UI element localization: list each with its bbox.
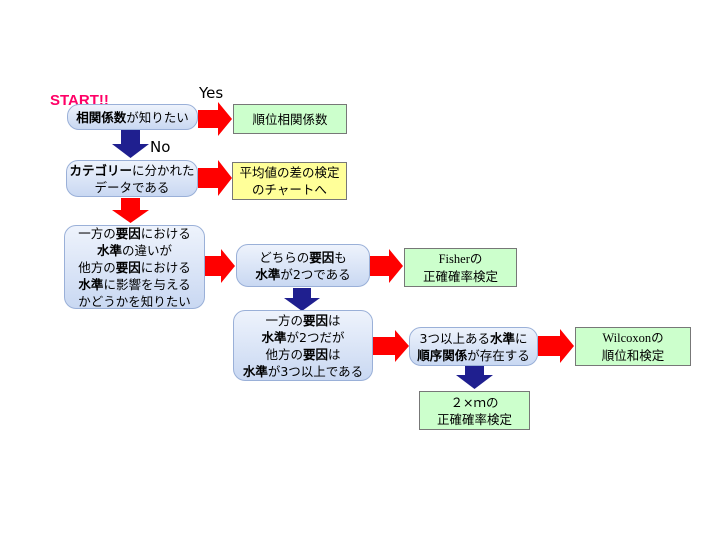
q1-text: 相関係数が知りたい bbox=[76, 109, 189, 126]
result-2xm-exact-test: ２×ｍの 正確確率検定 bbox=[419, 391, 530, 430]
question-two-and-more-levels: 一方の要因は 水準が2つだが 他方の要因は 水準が3つ以上である bbox=[233, 310, 373, 381]
q6-text-part: 3つ以上ある bbox=[419, 330, 490, 346]
wilcoxon-line-1: Wilcoxonの bbox=[602, 330, 664, 345]
q4-text-part: が2つである bbox=[280, 266, 351, 282]
q2-text-part: カテゴリー bbox=[69, 162, 132, 178]
q2-text-part: に分かれた bbox=[132, 162, 195, 178]
q3-line: 水準に影響を与える bbox=[78, 276, 190, 293]
2xm-line-2: 正確確率検定 bbox=[436, 411, 512, 427]
q5-text-part: は bbox=[328, 346, 341, 362]
q3-text-part: における bbox=[140, 225, 191, 241]
q3-text-part: 他方の bbox=[78, 259, 116, 275]
q5-text-part: 他方の bbox=[265, 346, 303, 362]
question-categorical: カテゴリーに分かれた データである bbox=[66, 160, 198, 197]
q3-line: 他方の要因における bbox=[78, 259, 191, 276]
q3-line: 水準の違いが bbox=[97, 242, 172, 259]
q4-text-part: 水準 bbox=[255, 266, 281, 282]
arrow-right-q6 bbox=[538, 329, 574, 363]
q3-text-part: における bbox=[140, 259, 191, 275]
result-fisher-exact-test: Fisherの 正確確率検定 bbox=[404, 248, 517, 287]
result-rank-correlation: 順位相関係数 bbox=[233, 104, 347, 134]
q3-line: かどうかを知りたい bbox=[78, 293, 191, 310]
q5-text-part: 水準 bbox=[242, 363, 268, 379]
mean-test-line-2: のチャートへ bbox=[252, 182, 327, 197]
q4-text-part: 要因 bbox=[309, 249, 335, 265]
q5-text-part: は bbox=[328, 312, 341, 328]
arrow-down-q1-no bbox=[112, 130, 149, 158]
arrow-right-q3 bbox=[205, 249, 235, 283]
result-rank-correlation-text: 順位相関係数 bbox=[252, 111, 328, 127]
q4-line: どちらの要因も bbox=[259, 249, 347, 266]
result-wilcoxon-rank-sum: Wilcoxonの 順位和検定 bbox=[575, 327, 691, 366]
q2-line-1: カテゴリーに分かれた bbox=[69, 162, 194, 179]
q5-line: 他方の要因は bbox=[265, 346, 340, 363]
q4-text-part: も bbox=[334, 249, 347, 265]
q1-text-part: 相関係数 bbox=[76, 109, 127, 125]
question-correlation: 相関係数が知りたい bbox=[67, 104, 198, 130]
q5-line: 水準が2つだが bbox=[262, 329, 345, 346]
q6-text-part: に bbox=[514, 330, 528, 346]
arrow-right-q5 bbox=[373, 330, 409, 362]
fisher-line-1: Fisherの bbox=[438, 251, 483, 266]
question-factor-influence: 一方の要因における 水準の違いが 他方の要因における 水準に影響を与える かどう… bbox=[64, 225, 205, 309]
q5-text-part: 要因 bbox=[302, 346, 328, 362]
q3-line: 一方の要因における bbox=[78, 225, 191, 242]
q6-text-part: 順序関係 bbox=[417, 347, 468, 363]
result-mean-difference-chart: 平均値の差の検定 のチャートへ bbox=[232, 162, 347, 200]
q3-text-part: かどうかを知りたい bbox=[78, 293, 191, 309]
q3-text-part: の違いが bbox=[122, 242, 173, 258]
arrow-down-q4 bbox=[284, 288, 320, 311]
q3-text-part: 要因 bbox=[115, 259, 141, 275]
arrow-right-q1-yes bbox=[198, 102, 232, 136]
yes-label: Yes bbox=[199, 84, 224, 102]
question-ordered-levels: 3つ以上ある水準に 順序関係が存在する bbox=[409, 327, 538, 366]
2xm-line-1: ２×ｍの bbox=[450, 394, 499, 410]
q2-line-2: データである bbox=[94, 179, 170, 195]
q3-text-part: 水準 bbox=[78, 276, 104, 292]
q5-text-part: 一方の bbox=[265, 312, 303, 328]
q6-text-part: が存在する bbox=[467, 347, 530, 363]
q4-text-part: どちらの bbox=[259, 249, 310, 265]
q3-text-part: 要因 bbox=[115, 225, 141, 241]
arrow-down-q6 bbox=[456, 366, 493, 389]
q3-text-part: に影響を与える bbox=[103, 276, 191, 292]
no-label: No bbox=[150, 138, 171, 156]
arrow-right-q2 bbox=[198, 160, 232, 196]
q5-text-part: 要因 bbox=[302, 312, 328, 328]
q5-text-part: 水準 bbox=[261, 329, 287, 345]
mean-test-line-1: 平均値の差の検定 bbox=[239, 165, 340, 180]
q1-text-part: が知りたい bbox=[126, 109, 189, 125]
q6-line: 3つ以上ある水準に bbox=[420, 330, 528, 347]
q6-line: 順序関係が存在する bbox=[417, 347, 530, 364]
q5-text-part: が3つ以上である bbox=[267, 363, 364, 379]
q3-text-part: 水準 bbox=[96, 242, 122, 258]
q5-line: 一方の要因は bbox=[265, 312, 340, 329]
q3-text-part: 一方の bbox=[78, 225, 116, 241]
q4-line: 水準が2つである bbox=[255, 266, 350, 283]
arrow-right-q4 bbox=[370, 249, 403, 283]
fisher-line-2: 正確確率検定 bbox=[422, 268, 498, 284]
q6-text-part: 水準 bbox=[489, 330, 515, 346]
wilcoxon-line-2: 順位和検定 bbox=[601, 347, 665, 363]
arrow-down-q2 bbox=[112, 198, 149, 223]
question-both-two-levels: どちらの要因も 水準が2つである bbox=[236, 244, 370, 287]
q5-line: 水準が3つ以上である bbox=[243, 363, 363, 380]
q5-text-part: が2つだが bbox=[286, 329, 345, 345]
